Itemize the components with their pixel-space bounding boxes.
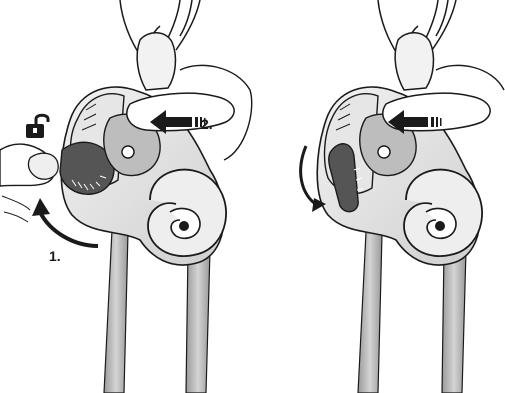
step-1-label: 1. <box>49 248 61 264</box>
step-2-label: 2. <box>201 116 213 132</box>
unlocked-padlock-icon <box>26 115 48 138</box>
attachment-neck-left <box>137 33 175 90</box>
rope-right-b <box>442 250 466 393</box>
rope-spiral-left <box>148 170 226 257</box>
hand-outline-right-right <box>436 65 504 90</box>
hand-lines-left <box>2 196 30 222</box>
thumb-left-hand-left <box>28 153 58 179</box>
rope-right-a <box>358 232 382 393</box>
attachment-neck-right <box>395 33 433 90</box>
left-panel <box>0 0 252 393</box>
rope-left-a <box>104 230 128 393</box>
rope-spiral-right <box>404 170 482 257</box>
rope-left-b <box>186 250 210 393</box>
right-panel <box>301 0 504 393</box>
